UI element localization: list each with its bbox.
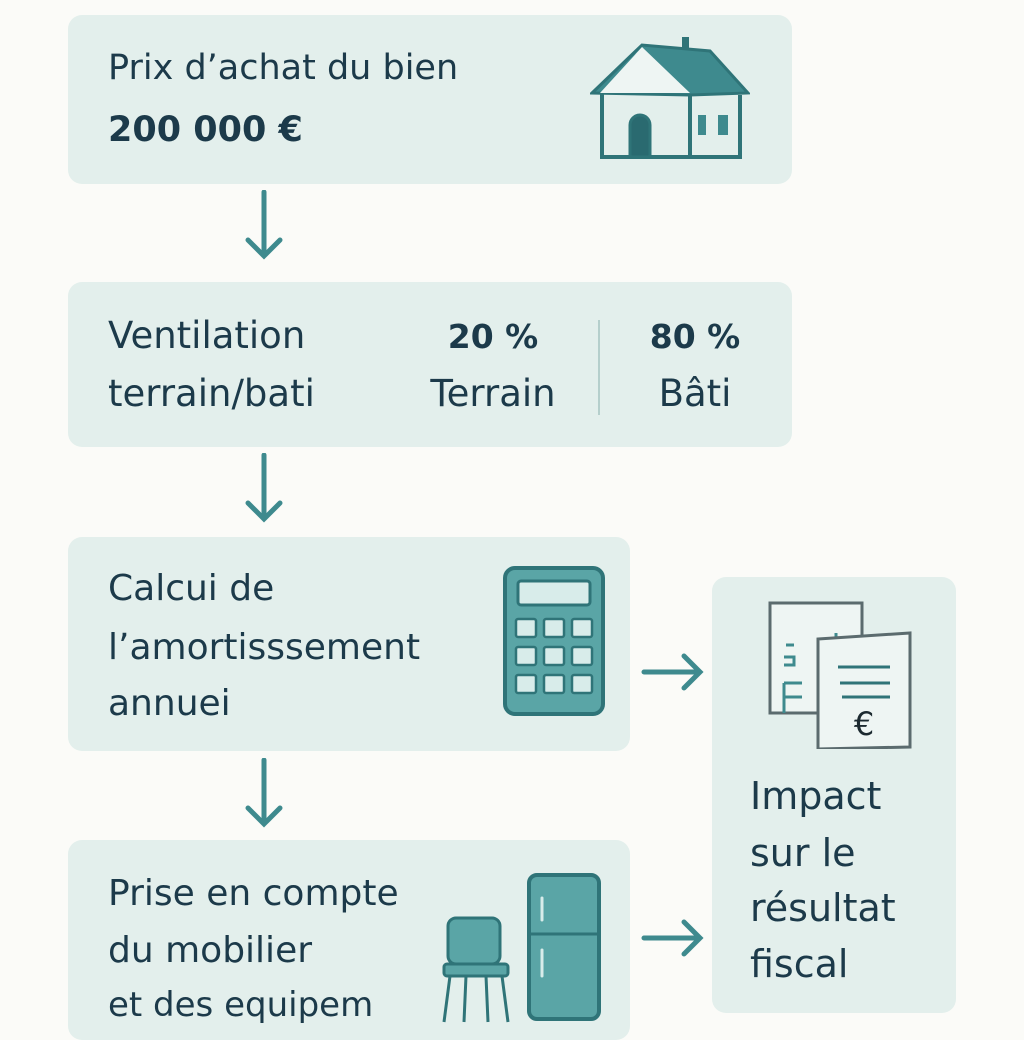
land-building-split-box: Ventilation terrain/bati 20 % Terrain 80… — [68, 282, 792, 447]
svg-text:€: € — [854, 705, 874, 743]
purchase-title: Prix d’achat du bien — [108, 48, 459, 88]
purchase-amount: 200 000 € — [108, 110, 303, 150]
impact-line4: fiscal — [750, 942, 849, 986]
calculator-icon — [503, 566, 605, 716]
tax-impact-box: € Impact sur le résultat fiscal — [712, 577, 956, 1013]
split-title-line2: terrain/bati — [108, 372, 315, 415]
arrow-down-icon — [245, 758, 283, 828]
depreciation-box: Calcui de l’amortisssement annuei — [68, 537, 630, 751]
land-percent: 20 % — [447, 317, 539, 356]
house-icon — [590, 37, 750, 159]
purchase-price-box: Prix d’achat du bien 200 000 € — [68, 15, 792, 184]
depreciation-line1: Calcui de — [108, 568, 275, 609]
furniture-line2: du mobilier — [108, 930, 313, 971]
fridge-icon — [527, 873, 601, 1021]
impact-line1: Impact — [750, 774, 882, 818]
divider — [598, 320, 600, 415]
furniture-line3: et des equipem — [108, 985, 374, 1025]
arrow-down-icon — [245, 190, 283, 260]
furniture-line1: Prise en compte — [108, 873, 399, 914]
arrow-right-icon — [641, 919, 704, 957]
impact-line3: résultat — [750, 886, 896, 930]
chair-icon — [442, 916, 510, 1023]
furniture-box: Prise en compte du mobilier et des equip… — [68, 840, 630, 1040]
arrow-right-icon — [641, 653, 704, 691]
split-title-line1: Ventilation — [108, 314, 306, 357]
arrow-down-icon — [245, 453, 283, 523]
depreciation-line2: l’amortisssement — [108, 627, 421, 668]
land-label: Terrain — [430, 372, 556, 415]
impact-line2: sur le — [750, 831, 856, 875]
tax-documents-icon: € — [768, 601, 912, 749]
building-label: Bâti — [658, 372, 732, 415]
building-percent: 80 % — [649, 317, 741, 356]
depreciation-line3: annuei — [108, 683, 231, 724]
